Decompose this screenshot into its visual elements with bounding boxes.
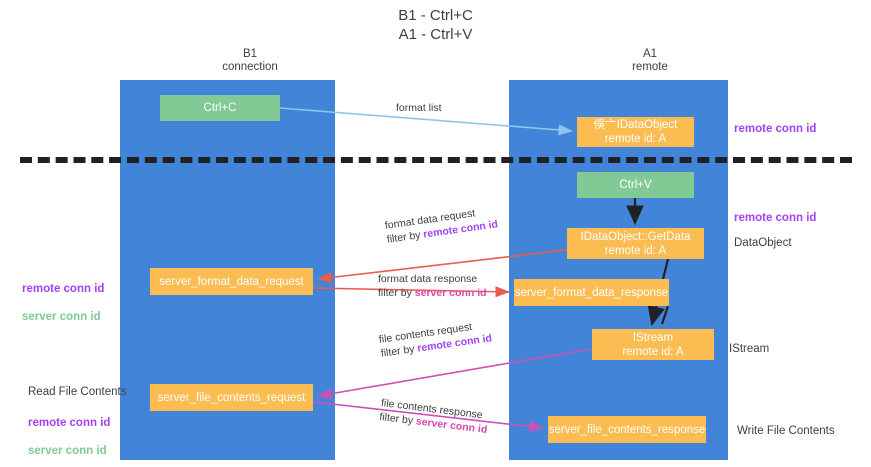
phase-separator: [20, 157, 852, 163]
annotation-remote-conn-id-mid: remote conn id: [734, 212, 817, 224]
edge-label-format-data-response-line2: filter by server conn id: [378, 287, 487, 299]
page-title: B1 - Ctrl+C A1 - Ctrl+V: [398, 7, 473, 43]
annotation-dataobject: DataObject: [734, 237, 792, 249]
annotation-remote-conn-id-left-lower: remote conn id: [28, 417, 111, 429]
annotation-remote-conn-id-top: remote conn id: [734, 123, 817, 135]
edge-label-format-data-response: format data response filter by server co…: [378, 272, 487, 300]
box-idataobject[interactable]: 俁⼇IDataObject remote id: A: [577, 117, 694, 147]
annotation-conn-ids-upper: remote conn id server conn id: [22, 268, 104, 324]
edge-label-format-list: format list: [396, 102, 442, 114]
annotation-read-file-contents: Read File Contents: [28, 386, 127, 398]
annotation-conn-ids-lower: remote conn id server conn id: [28, 402, 110, 458]
box-istream[interactable]: IStream remote id: A: [592, 329, 714, 360]
box-ctrl-v[interactable]: Ctrl+V: [577, 172, 694, 198]
edge-label-file-contents-request: file contents request filter by remote c…: [378, 317, 493, 360]
edge-label-format-data-request: format data request filter by remote con…: [384, 203, 499, 246]
annotation-server-conn-id-left-upper: server conn id: [22, 311, 101, 323]
annotation-istream: IStream: [729, 343, 770, 355]
edge-label-file-contents-response: file contents response filter by server …: [379, 396, 490, 437]
column-header-b1: B1 connection: [222, 48, 278, 73]
box-ctrl-c[interactable]: Ctrl+C: [160, 95, 280, 121]
box-idataobject-getdata[interactable]: IDataObject::GetData remote id: A: [567, 228, 704, 259]
edge-label-format-data-response-line1: format data response: [378, 273, 478, 285]
box-server-file-contents-request[interactable]: server_file_contents_request: [150, 384, 313, 411]
box-server-format-data-request[interactable]: server_format_data_request: [150, 268, 313, 295]
annotation-remote-conn-id-left-upper: remote conn id: [22, 283, 105, 295]
filter-key-server-conn-id: server conn id: [414, 287, 487, 299]
box-server-file-contents-response[interactable]: server_file_contents_response: [548, 416, 706, 443]
column-header-a1: A1 remote: [632, 48, 668, 73]
box-server-format-data-response[interactable]: server_format_data_response: [514, 279, 669, 306]
annotation-write-file-contents: Write File Contents: [737, 425, 835, 437]
annotation-server-conn-id-left-lower: server conn id: [28, 445, 107, 457]
